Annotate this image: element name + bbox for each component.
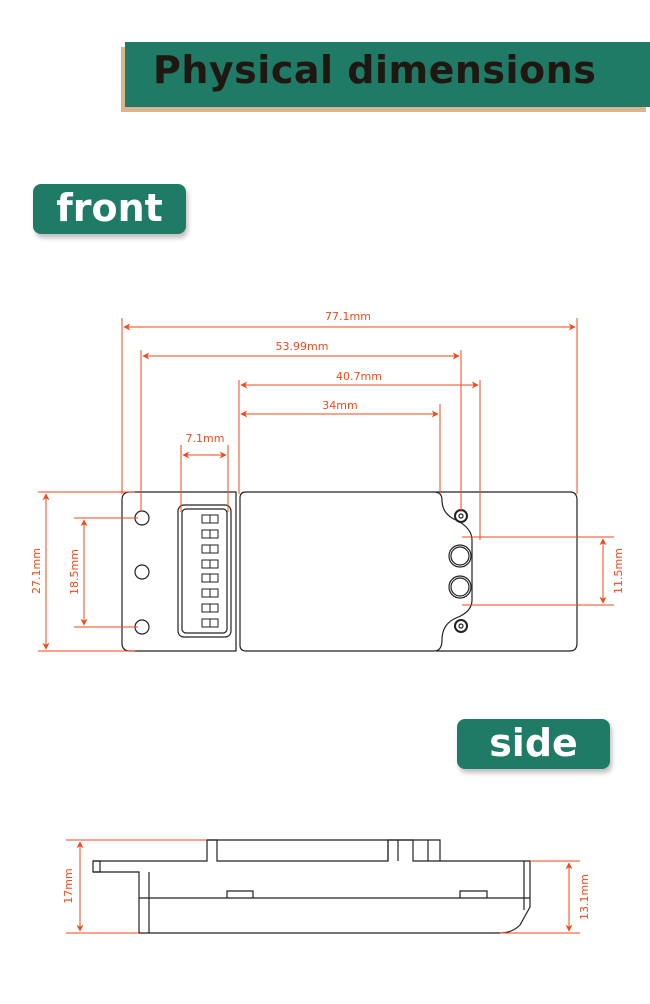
front-view — [121, 491, 578, 652]
front-dimension-lines — [38, 318, 614, 652]
dim-overall-height: 17mm — [62, 868, 75, 903]
dim-overall-length: 77.1mm — [325, 310, 371, 323]
dim-overall-width: 27.1mm — [30, 548, 43, 594]
dip-switch — [201, 514, 219, 628]
dim-connector-gap: 11.5mm — [612, 548, 625, 594]
dim-inner-length: 34mm — [322, 399, 357, 412]
dim-mount-hole-span: 53.99mm — [276, 340, 329, 353]
front-view-label: front — [33, 184, 186, 234]
dim-hole-spacing: 18.5mm — [68, 549, 81, 595]
mount-hole-middle — [134, 564, 150, 580]
dim-dip-switch-width: 7.1mm — [186, 432, 225, 445]
side-view — [92, 839, 531, 934]
page-title: Physical dimensions — [153, 48, 597, 92]
dim-body-length: 40.7mm — [336, 370, 382, 383]
title-banner: Physical dimensions — [125, 42, 650, 107]
side-dimension-lines — [66, 839, 580, 934]
dim-body-height: 13.1mm — [578, 874, 591, 920]
side-view-label: side — [457, 719, 610, 769]
